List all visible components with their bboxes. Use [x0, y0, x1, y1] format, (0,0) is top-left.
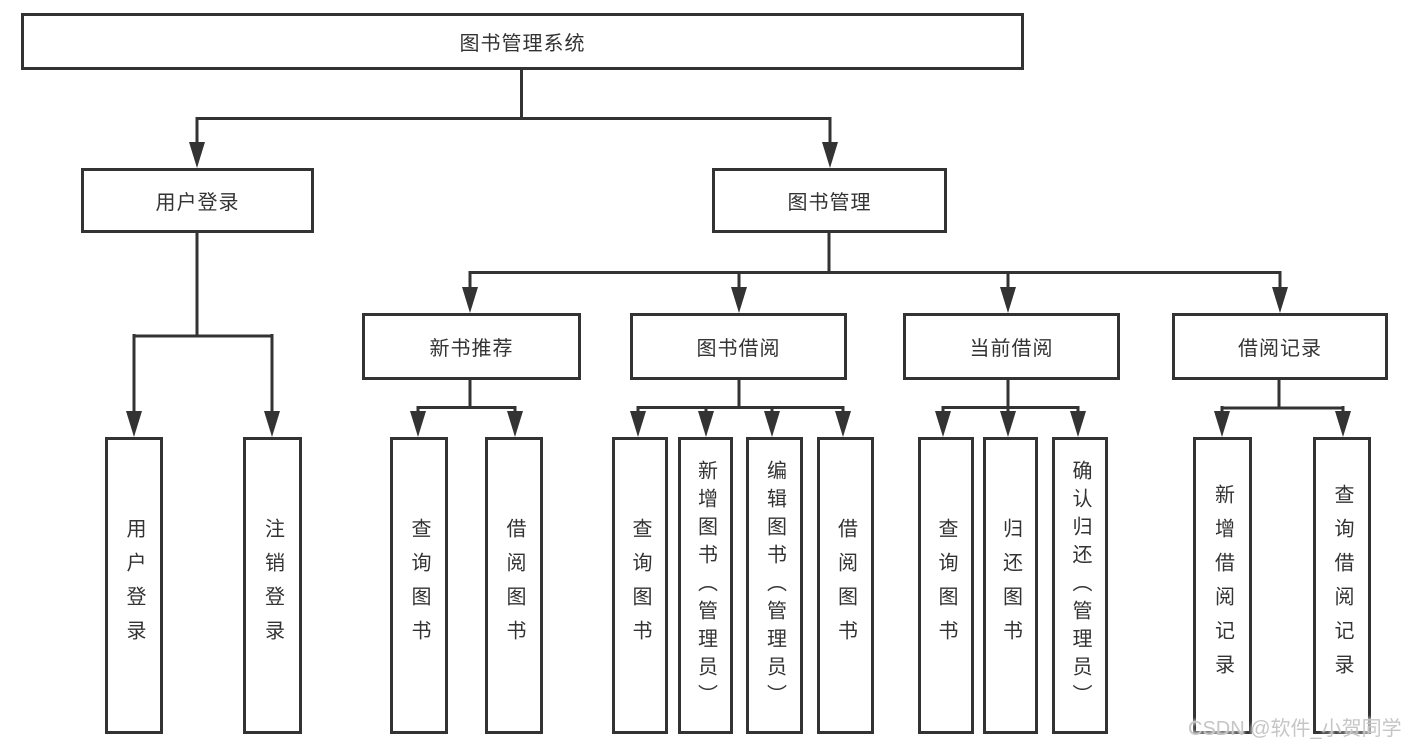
arrowhead-icon: [189, 142, 205, 168]
arrowhead-icon: [1214, 411, 1230, 437]
node-label: 图书管理系统: [459, 33, 586, 55]
arrowhead-icon: [1272, 287, 1288, 313]
node-label: 借阅图书: [834, 517, 857, 654]
arrowhead-icon: [1335, 411, 1351, 437]
leaf-query-borrow-record: 查询借阅记录: [1313, 437, 1371, 734]
node-label: 借阅记录: [1238, 338, 1322, 360]
node-label: 查询图书: [935, 517, 957, 654]
csdn-watermark: CSDN @软件_小贺同学: [1188, 718, 1402, 740]
node-label: 新增借阅记录: [1211, 483, 1234, 688]
arrowhead-icon: [462, 287, 478, 313]
arrowhead-icon: [731, 287, 747, 313]
leaf-query-books-3: 查询图书: [918, 437, 974, 734]
leaf-add-borrow-record: 新增借阅记录: [1193, 437, 1252, 734]
node-label: 注销登录: [261, 517, 284, 654]
node-new-book-recommend: 新书推荐: [362, 313, 581, 380]
node-label: 借阅图书: [503, 517, 525, 654]
leaf-logout: 注销登录: [243, 437, 302, 734]
leaf-confirm-return-admin: 确认归还（管理员）: [1052, 437, 1108, 734]
leaf-return-books: 归还图书: [983, 437, 1038, 734]
leaf-borrow-books-1: 借阅图书: [485, 437, 543, 734]
connector-root-to-level1: [195, 70, 832, 142]
arrowhead-icon: [764, 411, 780, 437]
leaf-user-login: 用户登录: [105, 437, 163, 734]
node-label: 查询图书: [408, 517, 430, 654]
arrowhead-icon: [935, 411, 951, 437]
leaf-query-books-2: 查询图书: [612, 437, 668, 734]
node-label: 查询借阅记录: [1331, 483, 1353, 688]
node-current-borrowing: 当前借阅: [903, 313, 1120, 380]
node-label: 归还图书: [999, 517, 1022, 654]
node-borrow-records: 借阅记录: [1172, 313, 1388, 380]
node-label: 用户登录: [123, 517, 145, 654]
arrowhead-icon: [264, 411, 280, 437]
connector-userlogin-to-leaves: [132, 233, 274, 411]
arrowhead-icon: [507, 411, 523, 437]
leaf-borrow-books-2: 借阅图书: [817, 437, 874, 734]
node-user-login: 用户登录: [81, 168, 314, 233]
node-book-management: 图书管理: [712, 168, 947, 233]
node-book-borrowing: 图书借阅: [630, 313, 847, 380]
arrowhead-icon: [822, 142, 838, 168]
arrowhead-icon: [835, 411, 851, 437]
connector-current-to-leaves: [941, 380, 1080, 412]
leaf-add-books-admin: 新增图书（管理员）: [678, 437, 733, 734]
node-label: 新书推荐: [429, 338, 514, 360]
arrowhead-icon: [1000, 287, 1016, 313]
arrowhead-icon: [1000, 411, 1016, 437]
node-label: 新增图书（管理员）: [694, 459, 717, 712]
node-label: 确认归还（管理员）: [1069, 459, 1091, 712]
connector-records-to-leaves: [1220, 380, 1345, 412]
connector-newbooks-to-leaves: [416, 380, 517, 412]
connector-bookmgmt-to-level2: [468, 233, 1282, 287]
node-label: 图书管理: [787, 192, 872, 214]
node-root-library-system: 图书管理系统: [21, 13, 1024, 70]
arrowhead-icon: [698, 411, 714, 437]
node-label: 编辑图书（管理员）: [763, 459, 786, 712]
node-label: 当前借阅: [969, 338, 1054, 360]
arrowhead-icon: [1070, 411, 1086, 437]
arrowhead-icon: [630, 411, 646, 437]
arrowhead-icon: [126, 411, 142, 437]
node-label: 查询图书: [629, 517, 651, 654]
leaf-edit-books-admin: 编辑图书（管理员）: [746, 437, 803, 734]
connector-borrowing-to-leaves: [636, 380, 845, 412]
node-label: 图书借阅: [696, 338, 781, 360]
node-label: 用户登录: [155, 192, 240, 214]
leaf-query-books-1: 查询图书: [390, 437, 448, 734]
arrowhead-icon: [410, 411, 426, 437]
